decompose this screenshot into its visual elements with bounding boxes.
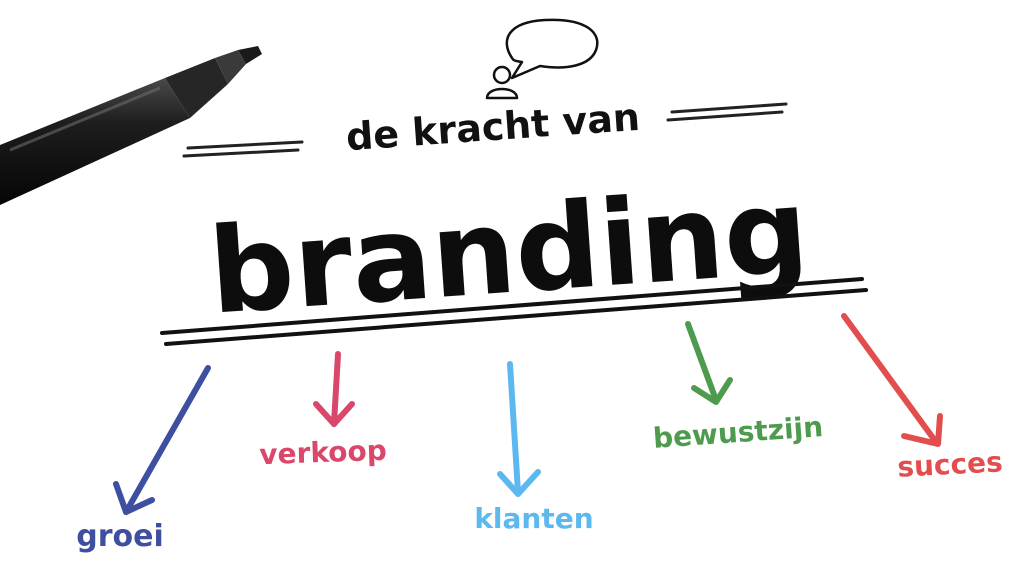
subtitle: de kracht van (345, 95, 642, 159)
person-icon (485, 65, 519, 100)
branch-groei: groei (76, 365, 211, 554)
header-divider-right (666, 102, 788, 122)
speech-bubble-icon (505, 18, 599, 80)
arrow-bewustzijn (685, 321, 733, 405)
branch-klanten: klanten (474, 361, 594, 535)
arrow-verkoop (313, 351, 355, 427)
arrow-succes (841, 313, 943, 447)
marker-pen-icon (0, 46, 262, 205)
arrow-groei (113, 365, 211, 515)
branch-label-klanten: klanten (474, 502, 593, 535)
branch-label-verkoop: verkoop (259, 434, 388, 471)
branch-succes: succes (841, 313, 1004, 484)
branch-label-succes: succes (897, 445, 1004, 483)
branch-verkoop: verkoop (259, 351, 388, 471)
branch-bewustzijn: bewustzijn (652, 321, 824, 455)
page-title: branding (205, 161, 813, 340)
arrow-klanten (497, 361, 541, 497)
branch-label-groei: groei (76, 519, 164, 554)
branch-label-bewustzijn: bewustzijn (652, 410, 824, 455)
header-divider-left (182, 140, 304, 158)
title-underline (160, 277, 868, 346)
